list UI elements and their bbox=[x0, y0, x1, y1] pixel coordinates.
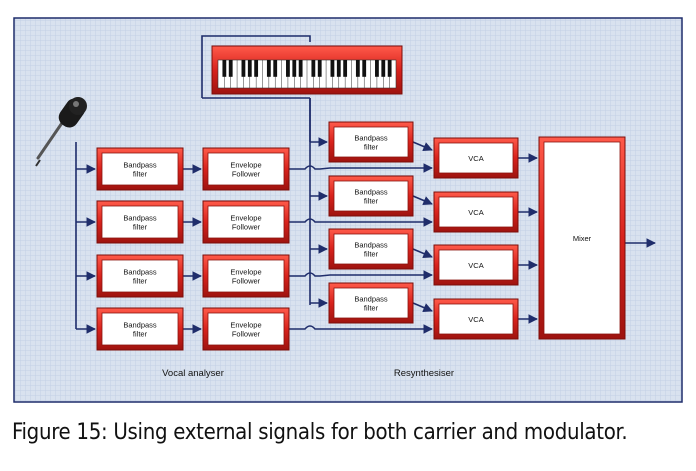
analyser-bandpass-filter-4-label: filter bbox=[133, 330, 148, 339]
vca-3: VCA bbox=[433, 244, 519, 286]
analyser-bandpass-filter-3-label: Bandpass bbox=[123, 268, 157, 277]
mixer-label: Mixer bbox=[573, 234, 592, 243]
microphone-icon bbox=[35, 97, 87, 167]
vca-1: VCA bbox=[433, 137, 519, 179]
vca-4-label: VCA bbox=[468, 315, 483, 324]
analyser-bandpass-filter-3-label: filter bbox=[133, 277, 148, 286]
resynth-bandpass-filter-4-label: filter bbox=[364, 304, 379, 313]
envelope-follower-1-label: Follower bbox=[232, 170, 261, 179]
envelope-follower-2-label: Envelope bbox=[230, 214, 261, 223]
analyser-bandpass-filter-2-label: filter bbox=[133, 223, 148, 232]
analyser-bandpass-filter-4-label: Bandpass bbox=[123, 321, 157, 330]
keyboard-icon bbox=[211, 45, 403, 95]
vca-1-label: VCA bbox=[468, 154, 483, 163]
figure-caption: Figure 15: Using external signals for bo… bbox=[12, 420, 628, 445]
signal-wires bbox=[75, 35, 656, 334]
vca-3-label: VCA bbox=[468, 261, 483, 270]
resynth-bandpass-filter-4-label: Bandpass bbox=[354, 295, 388, 304]
vca-2: VCA bbox=[433, 191, 519, 233]
resynth-bandpass-filter-2-label: Bandpass bbox=[354, 188, 388, 197]
blocks-layer: BandpassfilterEnvelopeFollowerBandpassfi… bbox=[96, 121, 626, 351]
analyser-bandpass-filter-1-label: filter bbox=[133, 170, 148, 179]
resynth-bandpass-filter-1-label: filter bbox=[364, 143, 379, 152]
resynthesiser-label: Resynthesiser bbox=[394, 368, 454, 379]
envelope-follower-3-label: Envelope bbox=[230, 268, 261, 277]
envelope-follower-4-label: Follower bbox=[232, 330, 261, 339]
resynth-bandpass-filter-1-label: Bandpass bbox=[354, 134, 388, 143]
analyser-bandpass-filter-1-label: Bandpass bbox=[123, 161, 157, 170]
envelope-follower-1-label: Envelope bbox=[230, 161, 261, 170]
envelope-follower-3-label: Follower bbox=[232, 277, 261, 286]
envelope-follower-4-label: Envelope bbox=[230, 321, 261, 330]
vca-4: VCA bbox=[433, 298, 519, 340]
resynth-bandpass-filter-3-label: filter bbox=[364, 250, 379, 259]
vocal-analyser-label: Vocal analyser bbox=[162, 368, 224, 379]
envelope-follower-2-label: Follower bbox=[232, 223, 261, 232]
analyser-bandpass-filter-2-label: Bandpass bbox=[123, 214, 157, 223]
resynth-bandpass-filter-3-label: Bandpass bbox=[354, 241, 388, 250]
resynth-bandpass-filter-2-label: filter bbox=[364, 197, 379, 206]
vca-2-label: VCA bbox=[468, 208, 483, 217]
mixer: Mixer bbox=[538, 136, 626, 340]
